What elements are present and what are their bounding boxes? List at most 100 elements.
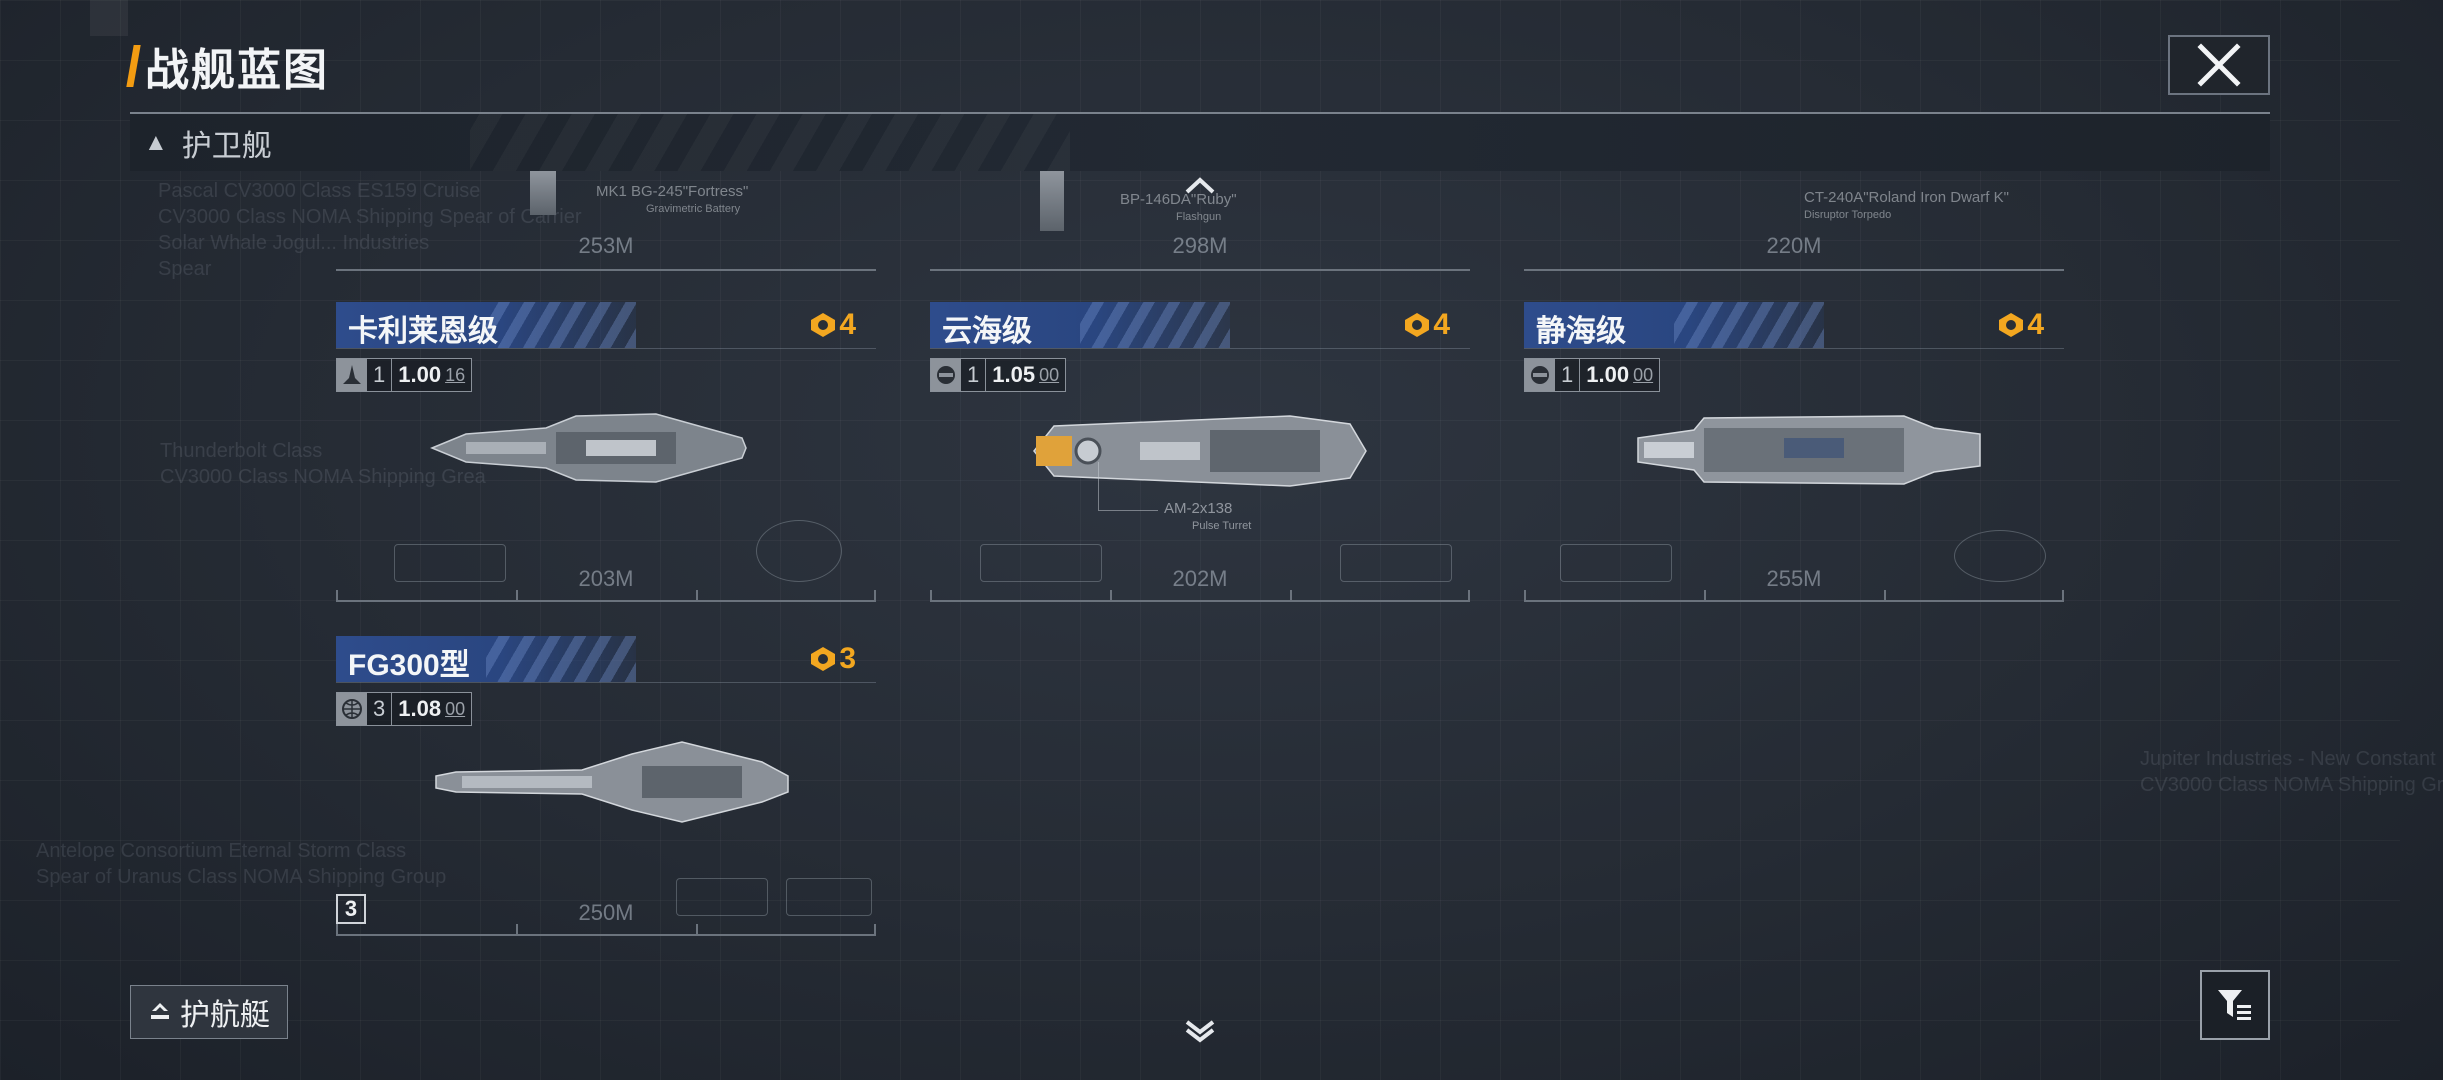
header: 战舰蓝图: [126, 42, 329, 95]
card-header: [1524, 302, 1824, 348]
filter-icon: [2218, 990, 2251, 1020]
ship-card-partial[interactable]: CT-240A"Roland Iron Dwarf K" Disruptor T…: [1524, 171, 2064, 271]
scroll-down-icon[interactable]: [1183, 1016, 1217, 1046]
ship-card[interactable]: FG300型 3 3 1.08 00 3 250M: [336, 636, 876, 936]
ship-stats: 1 1.00 16: [336, 358, 473, 392]
blueprint-ruler: 3 250M: [336, 836, 876, 936]
ruler-tick: [696, 924, 698, 934]
ruler: [930, 600, 1470, 602]
ruler-tick: [874, 590, 876, 600]
ruler-tick: [1884, 590, 1886, 600]
header-divider: [130, 112, 2270, 114]
ship-card[interactable]: 静海级 4 1 1.00 00 255M: [1524, 302, 2064, 602]
ship-sub-value: 00: [1633, 364, 1654, 385]
ship-count: 3: [367, 693, 393, 725]
close-button[interactable]: [2168, 35, 2270, 95]
escort-icon: [151, 1003, 169, 1019]
background-text: Pascal CV3000 Class ES159 Cruise CV3000 …: [158, 180, 582, 280]
cost-icon: [1405, 313, 1430, 337]
ship-length: 203M: [578, 566, 634, 591]
fighter-icon: [337, 359, 367, 391]
ruler-tick: [336, 590, 338, 600]
escort-label: 护航艇: [180, 999, 270, 1032]
ship-card[interactable]: 云海级 4 1 1.05 00 AM-2x138 Pulse Turret 20…: [930, 302, 1470, 602]
card-divider: [1524, 348, 2064, 349]
filter-button[interactable]: [2200, 970, 2270, 1040]
weapon-type: Gravimetric Battery: [646, 203, 741, 215]
ship-hull: [530, 171, 556, 215]
card-divider: [336, 682, 876, 683]
ruler-tick: [1110, 590, 1112, 600]
ruler-tick: [516, 590, 518, 600]
card-divider: [930, 348, 1470, 349]
weapon-leader: [1098, 510, 1158, 511]
cost: 4: [1403, 308, 1450, 342]
ship-card-partial[interactable]: BP-146DA"Ruby" Flashgun 298M: [930, 171, 1470, 271]
ship-sub-value: 16: [445, 364, 466, 385]
ship-name: 静海级: [1536, 315, 1626, 348]
weapon-label: AM-2x138: [1164, 500, 1233, 517]
side-silhouette: [676, 878, 768, 916]
ruler: [1524, 600, 2064, 602]
scroll-up-icon[interactable]: [1183, 174, 1217, 198]
ship-stats: 3 1.08 00: [336, 692, 473, 726]
cost-icon: [811, 313, 836, 337]
close-icon: [2197, 43, 2241, 87]
cost-value: 4: [1433, 308, 1450, 341]
background-text: Antelope Consortium Eternal Storm Class …: [36, 840, 447, 888]
ship-count: 1: [961, 359, 987, 391]
ship-image: [1637, 415, 1981, 485]
ship-length: 253M: [578, 233, 634, 258]
ship-length: 250M: [578, 900, 634, 925]
cost: 3: [809, 642, 856, 676]
cost: 4: [1997, 308, 2044, 342]
card-header: [336, 636, 636, 682]
ruler: [1524, 269, 2064, 271]
side-silhouette: [394, 544, 506, 582]
ship-value: 1.05: [992, 362, 1036, 387]
weapon-type: Disruptor Torpedo: [1804, 209, 1892, 221]
ruler-tick: [874, 924, 876, 934]
ruler-tick: [516, 924, 518, 934]
ruler-tick: [1290, 590, 1292, 600]
ruler: [336, 269, 876, 271]
cost-value: 4: [2027, 308, 2044, 341]
flagship-icon: [931, 359, 961, 391]
ruler-tick: [336, 924, 338, 934]
ship-length: 220M: [1766, 233, 1822, 258]
ship-card-partial[interactable]: MK1 BG-245"Fortress" Gravimetric Battery…: [336, 171, 876, 271]
background-text: Jupiter Industries - New Constant CV3000…: [2140, 748, 2443, 796]
ruler: [930, 269, 1470, 271]
top-silhouette: [786, 878, 872, 916]
background-text: Thunderbolt Class CV3000 Class NOMA Ship…: [160, 440, 486, 488]
top-silhouette: [1340, 544, 1452, 582]
card-divider: [336, 348, 876, 349]
ship-name: FG300型: [348, 649, 470, 682]
cost-value: 3: [839, 642, 856, 675]
category-header[interactable]: ▲ 护卫舰: [130, 114, 2270, 171]
cost-value: 4: [839, 308, 856, 341]
card-header: [930, 302, 1230, 348]
ship-card[interactable]: 卡利莱恩级 4 1 1.00 16 203M: [336, 302, 876, 602]
ruler-tick: [930, 590, 932, 600]
cost-icon: [811, 647, 836, 671]
front-silhouette: [1954, 530, 2046, 582]
weapon-label: MK1 BG-245"Fortress": [596, 183, 749, 200]
card-header: [336, 302, 636, 348]
weapon-label: BP-146DA"Ruby": [1120, 191, 1237, 208]
ship-count: 1: [367, 359, 393, 391]
ship-image: [435, 741, 789, 823]
page-title: 战舰蓝图: [145, 46, 329, 95]
flagship-icon: [1525, 359, 1555, 391]
side-silhouette: [1560, 544, 1672, 582]
ruler-tick: [696, 590, 698, 600]
ship-value: 1.00: [398, 362, 442, 387]
ship-name: 云海级: [942, 315, 1032, 348]
triangle-up-icon: ▲: [144, 128, 168, 156]
escort-category-button[interactable]: 护航艇: [130, 985, 288, 1039]
ship-name: 卡利莱恩级: [348, 315, 498, 348]
tier-badge: 3: [336, 894, 366, 924]
globe-icon: [337, 693, 367, 725]
weapon-type: Flashgun: [1176, 211, 1222, 223]
weapon-leader: [1098, 462, 1099, 510]
